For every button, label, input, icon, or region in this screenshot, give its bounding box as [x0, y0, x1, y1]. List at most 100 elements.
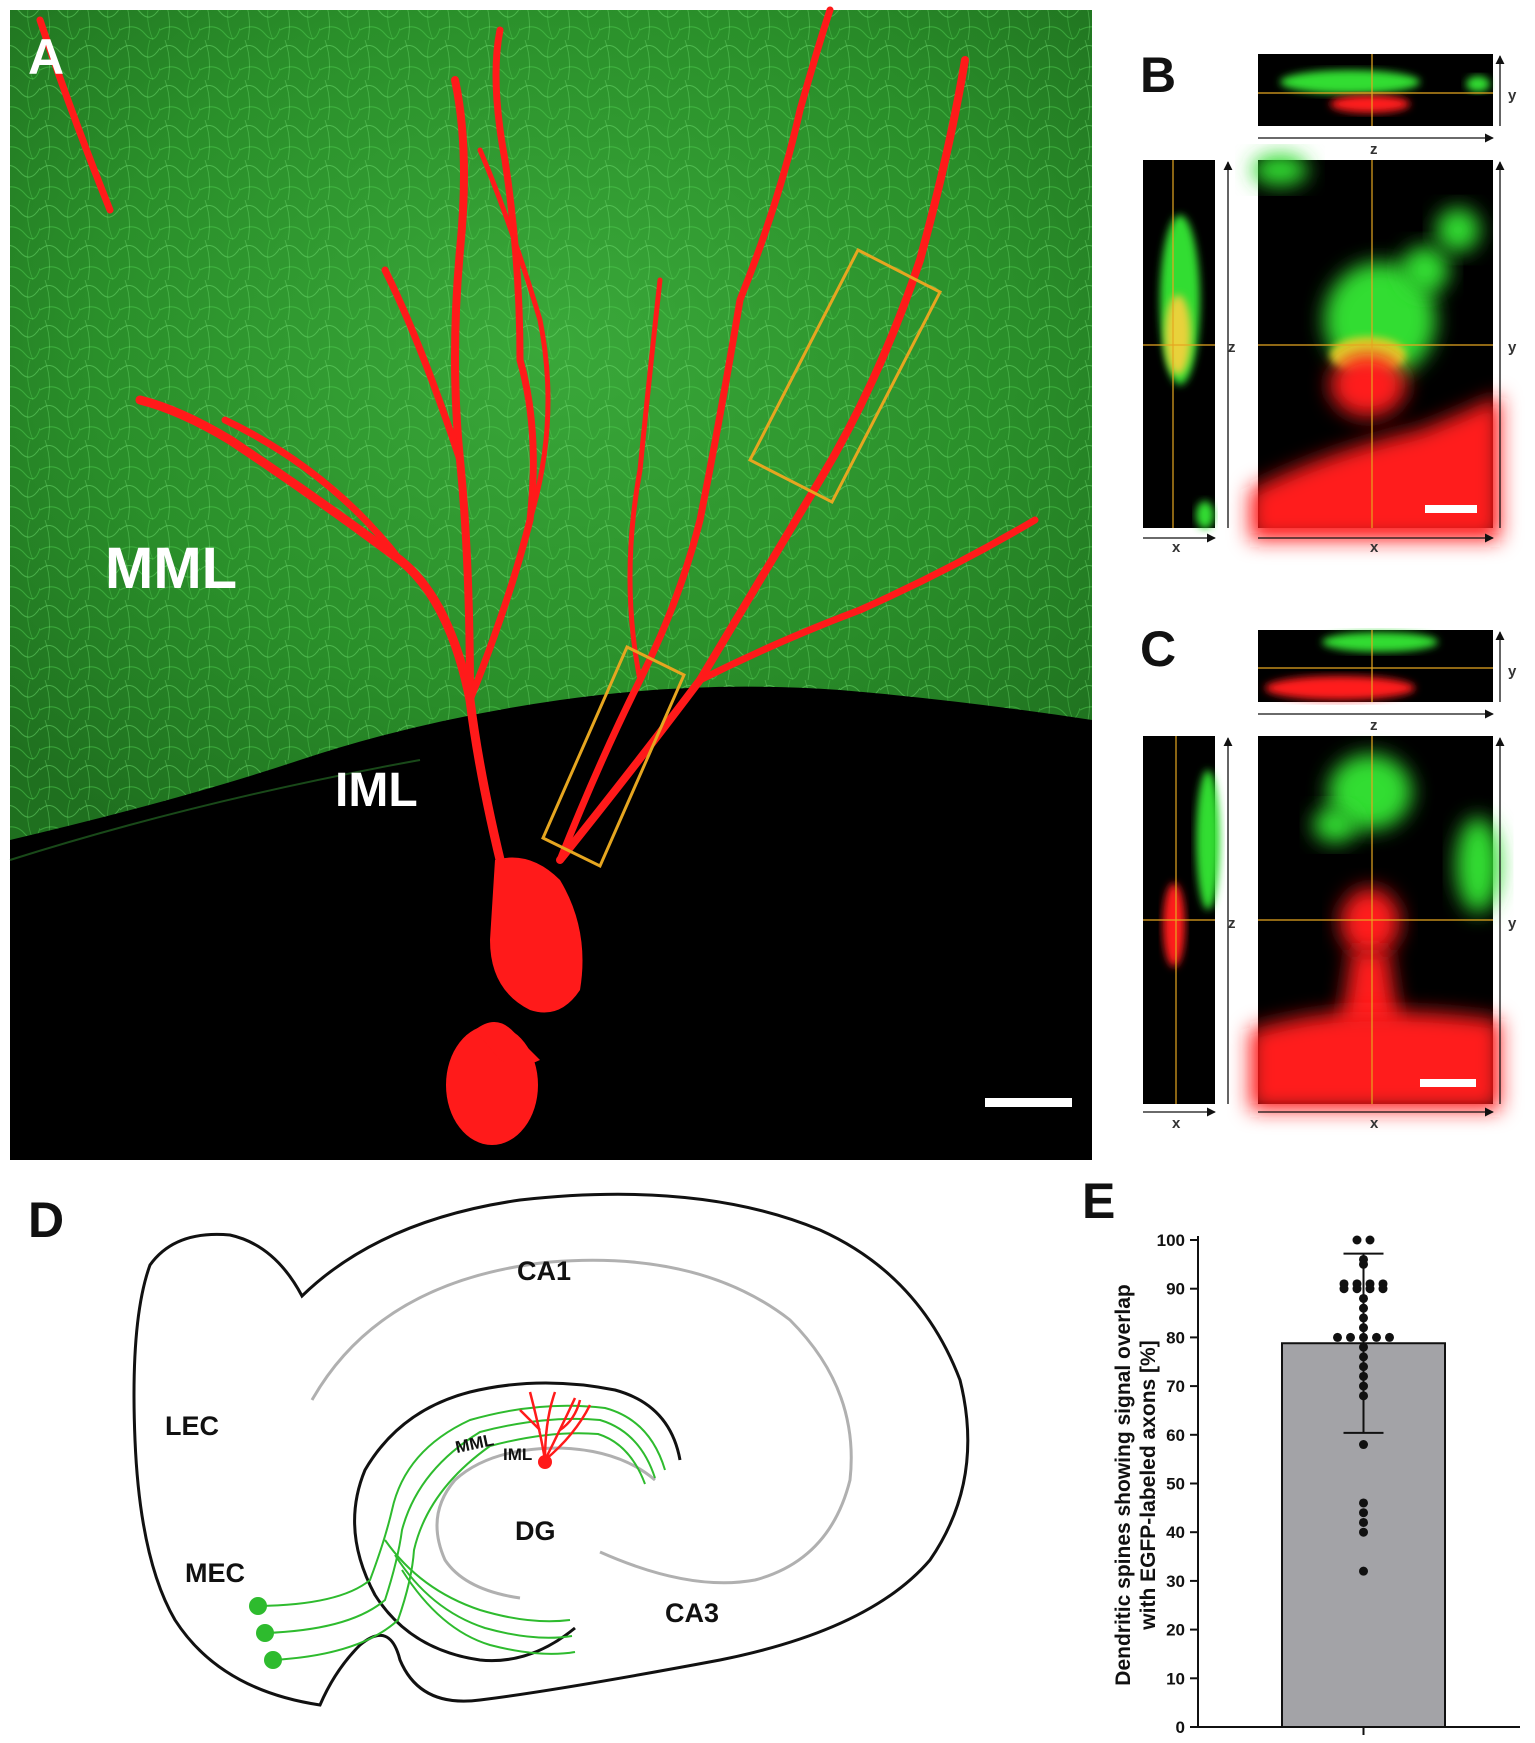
axis-x-main-label: x — [1370, 1115, 1379, 1132]
axis-x-side-label: x — [1172, 539, 1181, 556]
lec-label: LEC — [165, 1411, 219, 1441]
data-point — [1359, 1303, 1368, 1313]
panel-b-top-red — [1330, 95, 1410, 113]
data-point — [1352, 1235, 1362, 1245]
dg-granule-layer — [435, 1446, 656, 1600]
panel-d: D CA1 LEC — [28, 1192, 970, 1707]
panel-a: A MML IML — [9, 6, 1092, 1160]
axis-x-side-label: x — [1172, 1115, 1181, 1132]
axis-z-top-label: z — [1370, 717, 1378, 734]
axis-z-top-label: z — [1370, 141, 1378, 158]
panel-a-fiber-texture — [10, 10, 1092, 840]
panel-b-top-green — [1280, 70, 1420, 94]
panel-c-letter: C — [1140, 621, 1176, 677]
data-point — [1359, 1371, 1368, 1381]
mec-neuron — [264, 1651, 282, 1669]
iml-label: IML — [335, 764, 418, 817]
dendrite — [627, 277, 663, 683]
data-point — [1359, 1362, 1368, 1372]
mec-neuron — [249, 1597, 267, 1615]
y-tick-label: 40 — [1166, 1523, 1185, 1542]
axis-y-main-label: y — [1508, 915, 1517, 932]
panel-b-red-dendrite — [1250, 395, 1500, 540]
hippocampus-outline — [132, 1192, 970, 1707]
dendrite — [477, 147, 551, 523]
panel-c-green-right — [1456, 817, 1500, 913]
granule-cell — [519, 1391, 592, 1461]
panel-b-green-blob-right — [1436, 208, 1480, 252]
panel-b-top-green-edge — [1466, 76, 1490, 92]
dg-label: DG — [515, 1516, 556, 1546]
y-tick-label: 50 — [1166, 1475, 1185, 1494]
data-point — [1378, 1284, 1388, 1294]
y-tick-label: 90 — [1166, 1280, 1185, 1299]
data-point — [1372, 1332, 1381, 1342]
data-point — [1359, 1323, 1368, 1333]
axis-z-side-label: z — [1228, 339, 1236, 356]
ca1-label: CA1 — [517, 1256, 571, 1286]
data-point — [1359, 1381, 1368, 1391]
dendrite — [381, 266, 464, 464]
roi-box-upper — [747, 247, 943, 505]
panel-d-letter: D — [28, 1192, 64, 1248]
panel-c-green-neck — [1313, 807, 1357, 843]
axis-y-top-label: y — [1508, 87, 1517, 104]
panel-a-soma — [446, 857, 583, 1145]
data-point — [1385, 1332, 1394, 1342]
panel-e-letter: E — [1082, 1173, 1115, 1229]
data-point — [1359, 1391, 1368, 1401]
panel-c-side-green — [1196, 770, 1220, 910]
scale-bar-a — [985, 1098, 1072, 1107]
data-point — [1359, 1517, 1368, 1527]
ca1-layer — [310, 1258, 853, 1585]
y-tick-label: 70 — [1166, 1377, 1185, 1396]
iml-schematic-label: IML — [503, 1445, 532, 1464]
data-point — [1365, 1284, 1375, 1294]
y-tick-label: 10 — [1166, 1669, 1185, 1688]
mml-schematic-label: MML — [454, 1430, 496, 1457]
panel-c-top-green — [1322, 632, 1438, 652]
panel-b-side-green-low — [1196, 501, 1214, 529]
axis-z-side-label: z — [1228, 915, 1236, 932]
scale-bar-b — [1425, 505, 1477, 513]
panel-b-spine-neck — [1401, 246, 1449, 294]
ca3-label: CA3 — [665, 1598, 719, 1628]
data-point — [1359, 1332, 1368, 1342]
y-axis-label-line1: Dendritic spines showing signal overlap — [1112, 1284, 1135, 1685]
panel-c-green-head — [1328, 754, 1412, 830]
data-point — [1359, 1259, 1368, 1269]
y-tick-label: 20 — [1166, 1621, 1185, 1640]
axis-y-main-label: y — [1508, 339, 1517, 356]
axis-x-main-label: x — [1370, 539, 1379, 556]
panel-a-neuron — [36, 6, 1039, 885]
y-tick-label: 60 — [1166, 1426, 1185, 1445]
y-tick-label: 0 — [1176, 1718, 1185, 1737]
dendrite — [36, 16, 114, 214]
data-point — [1359, 1527, 1368, 1537]
granule-cell-soma — [538, 1455, 552, 1469]
axis-y-top-label: y — [1508, 663, 1517, 680]
perforant-path — [257, 1404, 666, 1661]
y-tick-label: 100 — [1157, 1231, 1185, 1250]
panel-b-side-yellow — [1165, 295, 1191, 375]
mec-label: MEC — [185, 1558, 245, 1588]
data-point — [1365, 1235, 1375, 1245]
data-point — [1359, 1498, 1368, 1508]
y-axis-label-line2: with EGFP-labeled axons [%] — [1137, 1340, 1160, 1630]
y-tick-label: 80 — [1166, 1328, 1185, 1347]
data-point — [1352, 1284, 1362, 1294]
dendrite — [221, 416, 404, 564]
panel-b: B z y x z x y — [1140, 47, 1517, 556]
data-point — [1359, 1352, 1368, 1362]
data-point — [1333, 1332, 1342, 1342]
data-point — [1359, 1508, 1368, 1518]
mml-label: MML — [105, 536, 237, 601]
panel-a-iml-fibers — [9, 759, 421, 861]
dendrite — [696, 516, 1039, 684]
panel-b-letter: B — [1140, 47, 1176, 103]
data-point — [1359, 1313, 1368, 1323]
panel-a-letter: A — [28, 29, 64, 85]
mec-neuron — [256, 1624, 274, 1642]
data-point — [1359, 1293, 1368, 1303]
